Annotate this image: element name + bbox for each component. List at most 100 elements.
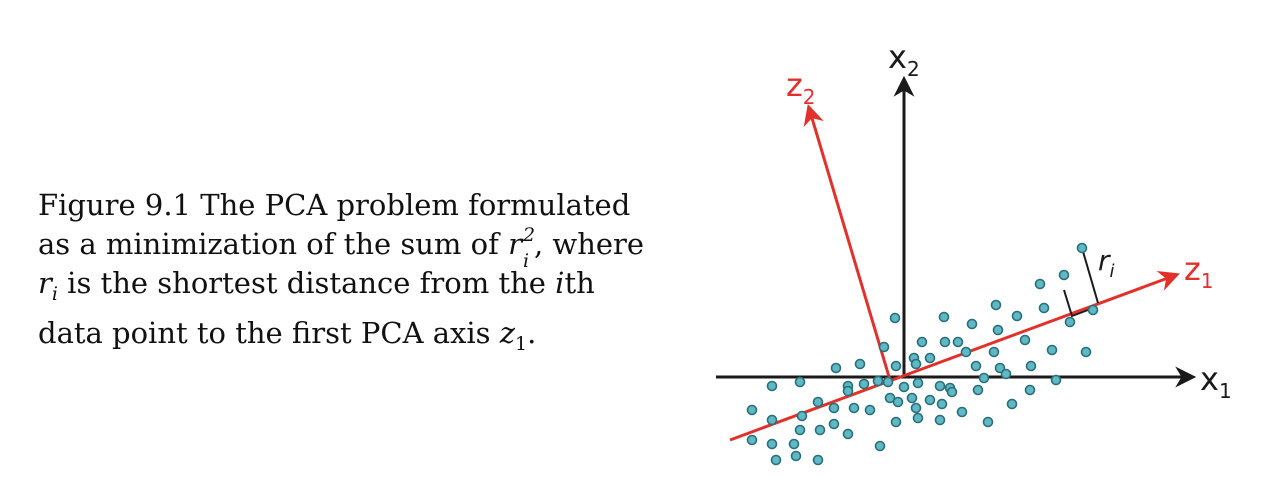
data-point <box>766 414 778 426</box>
data-point <box>1025 360 1037 372</box>
data-point <box>766 438 778 450</box>
caption-line-1: Figure 9.1 The PCA problem formulated <box>38 186 678 225</box>
figure-number: Figure 9.1 <box>38 188 192 222</box>
data-point <box>1080 346 1092 358</box>
data-point <box>1064 316 1076 328</box>
data-point <box>972 384 984 396</box>
data-point <box>882 376 894 388</box>
data-point <box>842 385 854 397</box>
residual-line <box>1081 247 1099 304</box>
x2-axis-label: x2 <box>888 38 920 81</box>
data-points <box>746 242 1099 466</box>
z2-axis <box>803 103 892 381</box>
data-point <box>848 402 860 414</box>
data-point <box>794 376 806 388</box>
data-point <box>874 440 886 452</box>
x1-axis-label: x1 <box>1200 360 1232 403</box>
data-point <box>978 372 990 384</box>
data-point <box>892 396 904 408</box>
data-point <box>828 402 840 414</box>
caption-line-4: data point to the first PCA axis z1. <box>38 314 678 364</box>
data-point <box>970 360 982 372</box>
data-point <box>770 454 782 466</box>
data-point <box>1000 368 1012 380</box>
data-point <box>898 381 910 393</box>
caption-text: is the shortest distance from the <box>57 266 556 300</box>
caption-text: data point to the first PCA axis <box>38 315 500 350</box>
math-var-r: r <box>508 227 522 261</box>
data-point <box>1038 302 1050 314</box>
caption-text: as a minimization of the sum of <box>38 227 509 261</box>
data-point <box>992 324 1004 336</box>
data-point <box>982 416 994 428</box>
math-subscript: i <box>522 250 530 272</box>
data-point <box>910 358 922 370</box>
data-point <box>906 392 918 404</box>
data-point <box>766 380 778 392</box>
caption-text: , where <box>533 227 645 261</box>
data-point <box>828 418 840 430</box>
data-point <box>1076 242 1088 254</box>
data-point <box>830 362 842 374</box>
data-point <box>988 346 1000 358</box>
math-var-z: z <box>499 315 516 350</box>
data-point <box>884 392 896 404</box>
data-point <box>814 424 826 436</box>
data-point <box>946 386 958 398</box>
data-point <box>872 375 884 387</box>
data-point <box>842 428 854 440</box>
data-point <box>916 336 928 348</box>
data-point <box>934 414 946 426</box>
data-point <box>878 341 890 353</box>
z2-axis-label: z2 <box>786 66 816 109</box>
caption-text: The PCA problem formulated <box>200 188 631 222</box>
data-point <box>1006 398 1018 410</box>
data-point <box>994 362 1006 374</box>
data-point <box>924 394 936 406</box>
data-point <box>1011 310 1023 322</box>
math-superscript: 2 <box>522 224 536 246</box>
data-point <box>794 424 806 436</box>
data-point <box>796 410 808 422</box>
data-point <box>966 318 978 330</box>
data-point <box>746 434 758 446</box>
data-point <box>1087 304 1099 316</box>
data-point <box>890 360 902 372</box>
data-point <box>864 404 876 416</box>
data-point <box>936 398 948 410</box>
data-point <box>788 438 800 450</box>
data-point <box>890 416 902 428</box>
data-point <box>790 450 802 462</box>
data-point <box>956 406 968 418</box>
pca-figure: x2 z2 z1 x1 ri <box>716 38 1232 466</box>
data-point <box>912 377 924 389</box>
data-point <box>889 312 901 324</box>
data-point <box>1058 269 1070 281</box>
data-point <box>858 378 870 390</box>
data-point <box>939 336 951 348</box>
data-point <box>912 412 924 424</box>
caption-line-3: ri is the shortest distance from the ith <box>38 264 678 314</box>
figure-caption: Figure 9.1 The PCA problem formulated as… <box>38 186 678 364</box>
data-point <box>990 299 1002 311</box>
data-point <box>952 336 964 348</box>
math-subscript: i <box>51 282 58 305</box>
data-point <box>1046 344 1058 356</box>
data-point <box>1034 278 1046 290</box>
z1-axis-label: z1 <box>1184 250 1214 293</box>
data-point <box>934 380 946 392</box>
data-point <box>960 346 972 358</box>
math-var-r: r <box>38 266 52 300</box>
data-point <box>910 402 922 414</box>
data-point <box>938 311 950 323</box>
data-point <box>812 454 824 466</box>
math-subscript: 1 <box>515 332 528 355</box>
math-var-i: i <box>555 266 565 300</box>
data-point <box>854 358 866 370</box>
data-point <box>1019 334 1031 346</box>
caption-text: . <box>527 315 537 350</box>
data-point <box>812 396 824 408</box>
caption-text: th <box>564 266 595 300</box>
data-point <box>1024 384 1036 396</box>
